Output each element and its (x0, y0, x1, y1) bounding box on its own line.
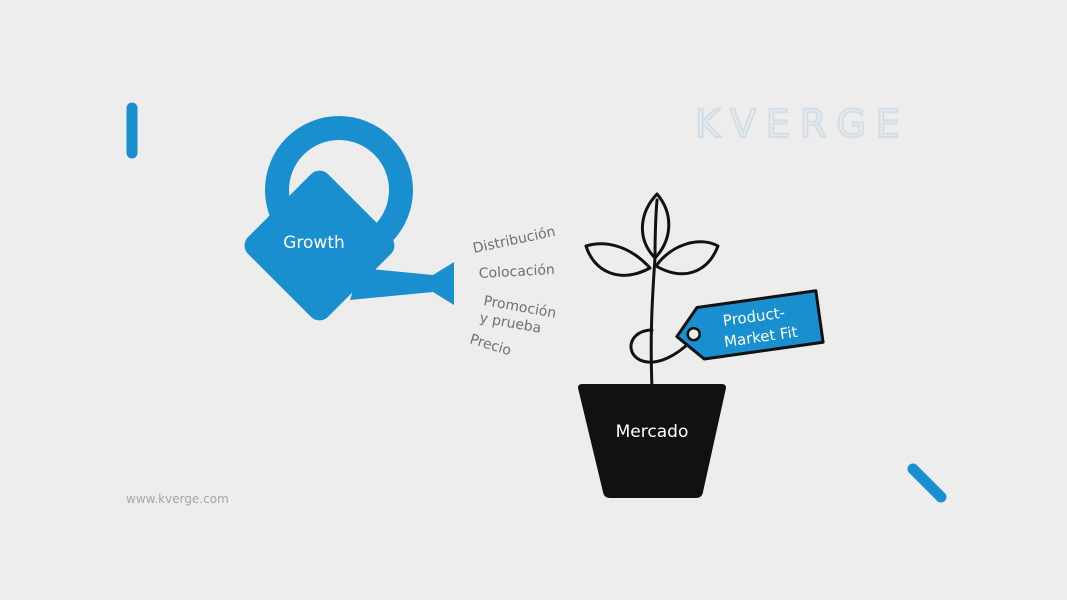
pot-icon (578, 384, 726, 498)
plant-left-leaf (584, 242, 652, 277)
website-url: www.kverge.com (126, 492, 229, 506)
stream-label-distribucion: Distribución (472, 224, 557, 257)
price-tag-shape (675, 289, 825, 361)
price-tag: Product- Market Fit (675, 289, 825, 361)
plant-icon (584, 192, 720, 390)
watering-can-spout (350, 262, 454, 305)
price-tag-hole (686, 326, 701, 342)
growth-label: Growth (283, 233, 345, 253)
watering-can-body (244, 170, 395, 321)
plant-top-leaf-vein (653, 198, 659, 260)
watering-can-icon (244, 116, 454, 321)
stream-label-colocacion: Colocación (478, 262, 555, 282)
plant-right-leaf (654, 240, 720, 276)
right-accent-dash (907, 463, 947, 503)
plant-stem (649, 256, 657, 390)
pot-body (578, 384, 726, 498)
water-streams: Distribución Colocación Promoción y prue… (468, 224, 558, 359)
plant-top-leaf (640, 192, 671, 260)
kverge-watermark: KVERGE (695, 102, 910, 146)
stream-label-precio: Precio (468, 332, 513, 360)
tag-string (629, 328, 692, 364)
mercado-label: Mercado (616, 422, 689, 442)
